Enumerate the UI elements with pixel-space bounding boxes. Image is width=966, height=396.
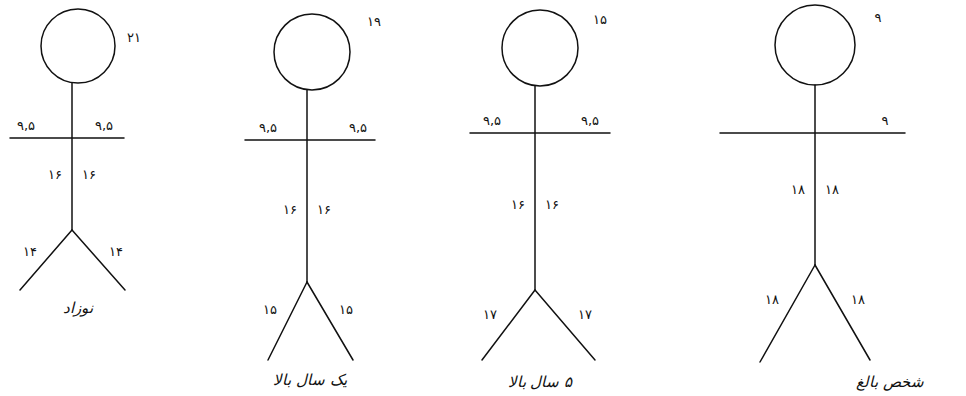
arm-size: ۹ <box>882 114 889 128</box>
leg-size: ۱۷ <box>578 308 592 322</box>
arm-size: ۹,۵ <box>349 121 367 135</box>
head-size: ۱۵ <box>593 13 607 27</box>
arm-size: ۹,۵ <box>483 114 501 128</box>
arm-size: ۹,۵ <box>259 121 277 135</box>
torso-size: ۱۶ <box>511 198 525 212</box>
age-caption: یک سال بالا <box>273 372 347 389</box>
torso-size: ۱۸ <box>825 183 839 197</box>
leg-size: ۱۵ <box>339 303 353 317</box>
age-caption: نوزاد <box>63 300 93 317</box>
leg-size: ۱۴ <box>109 245 123 259</box>
leg-size: ۱۷ <box>483 308 497 322</box>
torso-size: ۱۶ <box>283 203 297 217</box>
leg-size: ۱۴ <box>23 245 37 259</box>
torso-size: ۱۶ <box>48 168 62 182</box>
head-size: ۲۱ <box>127 31 141 45</box>
leg-size: ۱۸ <box>851 293 865 307</box>
torso-size: ۱۶ <box>317 203 331 217</box>
arm-size: ۹,۵ <box>17 119 35 133</box>
age-caption: ۵ سال بالا <box>508 374 573 391</box>
arm-size: ۹,۵ <box>95 119 113 133</box>
head-size: ۹ <box>875 11 882 25</box>
torso-size: ۱۸ <box>791 183 805 197</box>
head-size: ۱۹ <box>367 15 381 29</box>
leg-size: ۱۸ <box>765 293 779 307</box>
arm-size: ۹,۵ <box>581 114 599 128</box>
torso-size: ۱۶ <box>545 198 559 212</box>
torso-size: ۱۶ <box>82 168 96 182</box>
age-caption: شخص بالغ <box>856 374 924 391</box>
leg-size: ۱۵ <box>263 303 277 317</box>
